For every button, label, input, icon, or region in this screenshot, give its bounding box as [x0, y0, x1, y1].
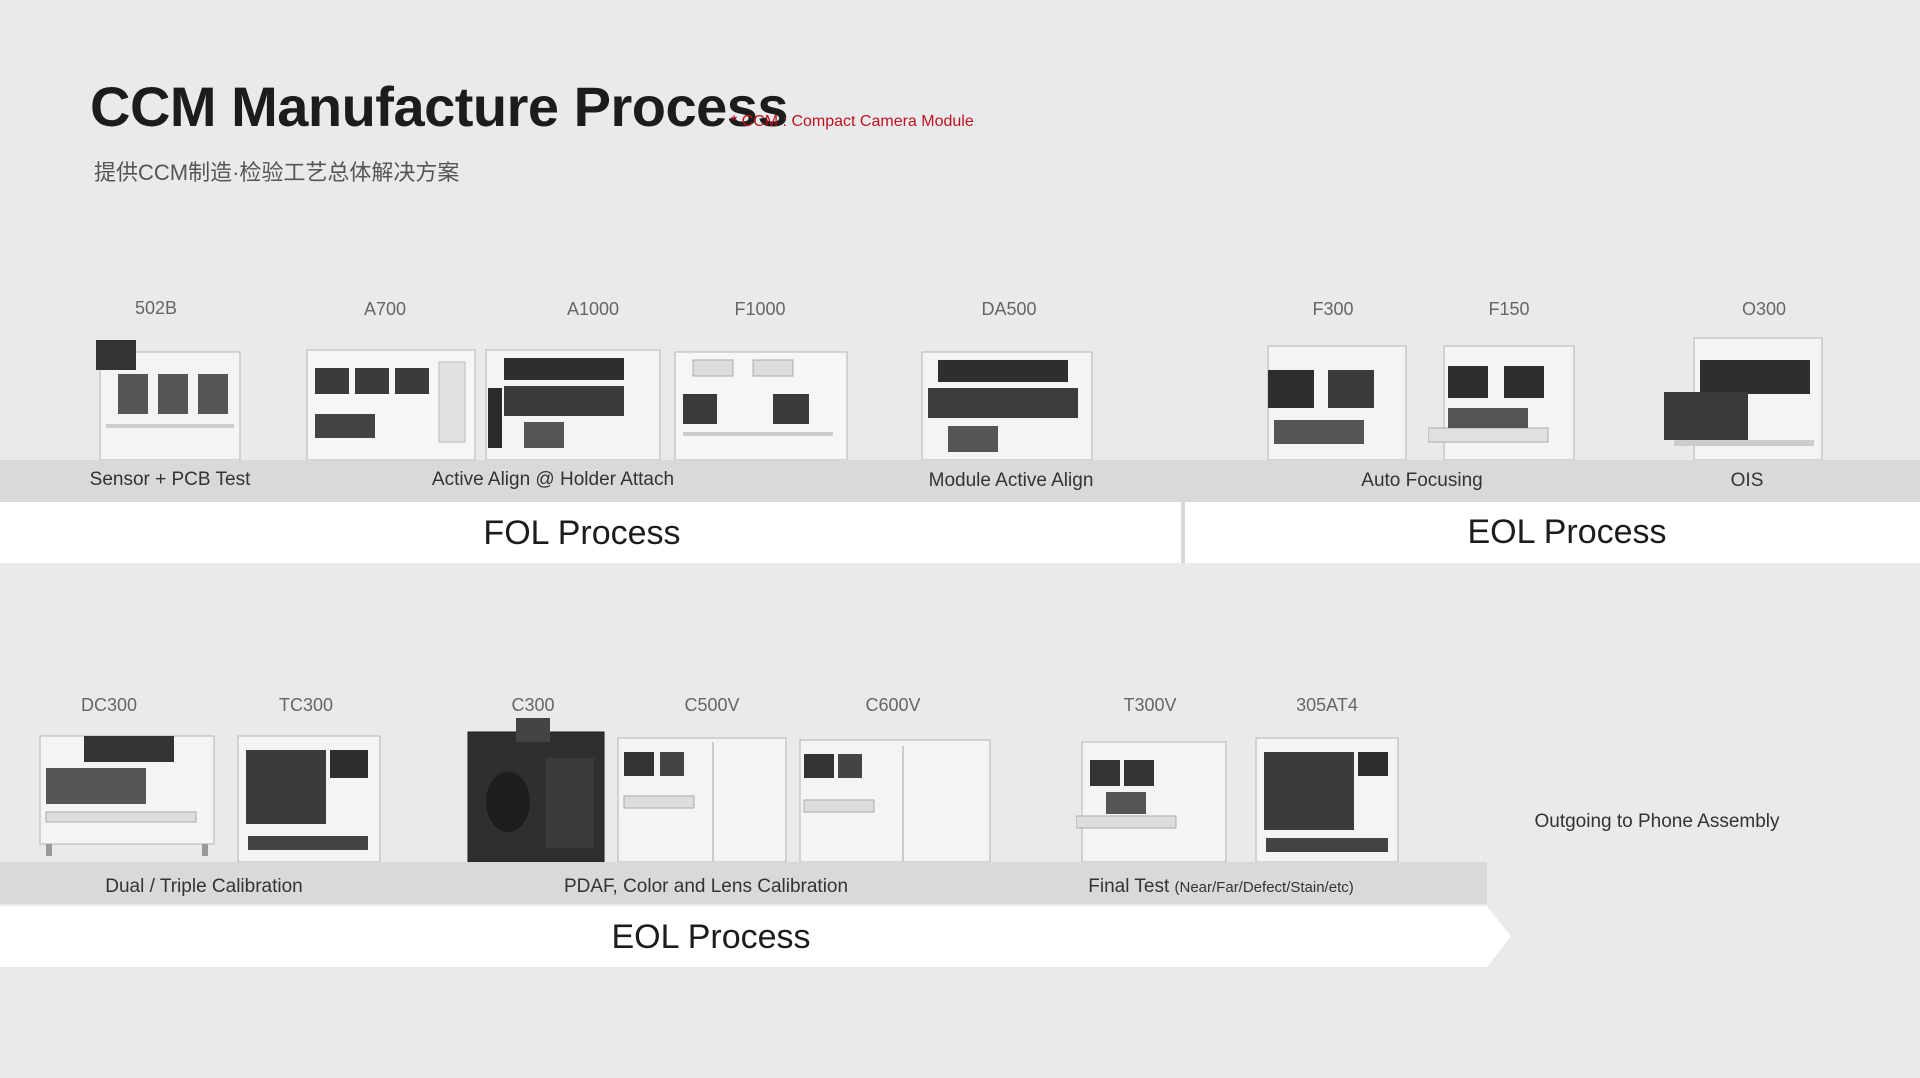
stage-label: Dual / Triple Calibration [105, 876, 303, 897]
model-label: A700 [363, 299, 407, 319]
abbreviation-note: * CCM : Compact Camera Module [731, 113, 974, 130]
machine-icon [1076, 738, 1230, 862]
machine-icon [466, 718, 606, 862]
machine-icon [798, 736, 992, 862]
stage-label: Sensor + PCB Test [89, 469, 251, 490]
stage-label-bar [0, 862, 1487, 904]
model-label: C300 [511, 695, 555, 715]
stage-label-bar [0, 460, 1920, 502]
machine-icon [36, 722, 218, 856]
page-subtitle: 提供CCM制造·检验工艺总体解决方案 [94, 160, 460, 185]
model-label: C600V [865, 695, 921, 715]
model-label: F1000 [734, 299, 786, 319]
stage-label: Active Align @ Holder Attach [431, 469, 675, 490]
stage-label: Auto Focusing [1361, 470, 1483, 491]
machine-icon [673, 338, 849, 460]
process-bar [0, 502, 1920, 563]
stage-label-text: Final Test [1088, 876, 1170, 897]
model-label: DC300 [80, 695, 138, 715]
stage-label: PDAF, Color and Lens Calibration [563, 876, 849, 897]
machine-icon [1660, 330, 1826, 460]
model-label: T300V [1123, 695, 1177, 715]
model-label: 502B [134, 298, 178, 318]
stage-label: Module Active Align [928, 470, 1094, 491]
machine-icon [918, 342, 1096, 460]
process-bar [0, 906, 1487, 967]
model-label: F300 [1312, 299, 1354, 319]
machine-icon [1252, 732, 1402, 862]
model-label: TC300 [278, 695, 334, 715]
outgoing-label: Outgoing to Phone Assembly [1534, 811, 1780, 832]
process-divider [1181, 502, 1185, 563]
machine-icon [616, 732, 788, 862]
stage-label-detail: (Near/Far/Defect/Stain/etc) [1174, 879, 1354, 896]
model-label: DA500 [981, 299, 1037, 319]
model-label: C500V [684, 695, 740, 715]
model-label: A1000 [566, 299, 620, 319]
stage-label-final-test: Final Test (Near/Far/Defect/Stain/etc) [1088, 876, 1353, 898]
machine-icon [1428, 338, 1578, 460]
machine-icon [484, 338, 662, 460]
process-label-eol: EOL Process [611, 918, 811, 956]
model-label: F150 [1488, 299, 1530, 319]
stage-label: OIS [1730, 470, 1764, 491]
arrow-right-icon [1487, 906, 1511, 967]
machine-icon [234, 732, 384, 862]
model-label: 305AT4 [1296, 695, 1358, 715]
model-label: O300 [1741, 299, 1787, 319]
machine-icon [96, 338, 244, 460]
machine-icon [305, 340, 477, 460]
process-label-fol: FOL Process [483, 514, 681, 552]
machine-icon [1264, 338, 1410, 460]
process-label-eol: EOL Process [1467, 513, 1667, 551]
page-title: CCM Manufacture Process [90, 75, 789, 138]
